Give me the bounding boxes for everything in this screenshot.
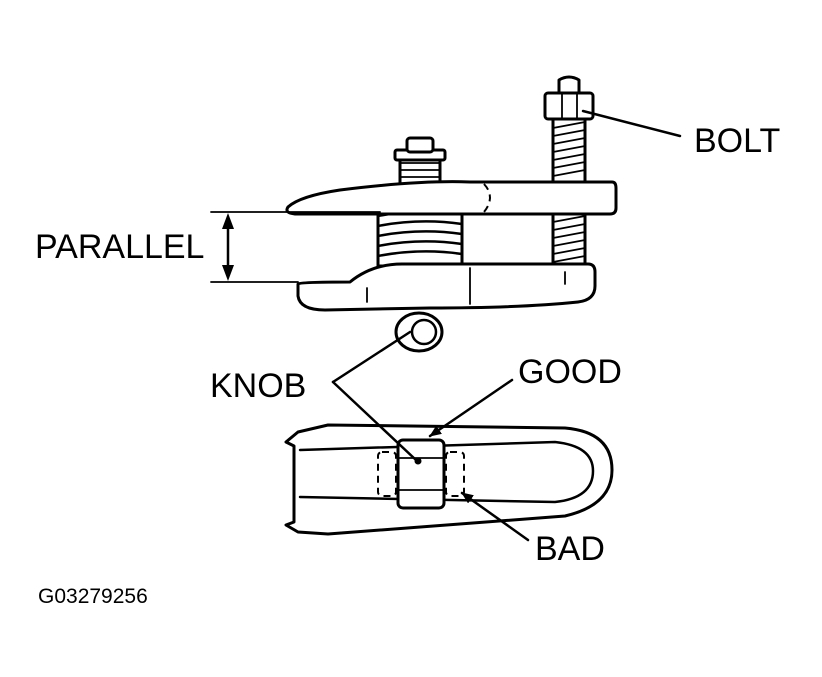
adjusting-bolt xyxy=(543,75,595,271)
parallel-dimension xyxy=(210,211,381,283)
good-contact-pad xyxy=(396,438,446,510)
knob-leader-to-pad xyxy=(331,380,418,462)
bad-contact-area-left xyxy=(377,451,397,497)
figure-code: G03279256 xyxy=(38,585,148,608)
bad-arrow xyxy=(460,491,530,542)
knob-side xyxy=(394,311,444,353)
bad-label: BAD xyxy=(535,530,605,568)
coil-spring xyxy=(376,206,464,268)
tool-side-view xyxy=(285,75,618,353)
lower-arm xyxy=(296,262,597,312)
bad-contact-area-right xyxy=(445,451,465,497)
knob-leader-to-side xyxy=(331,330,412,384)
parallel-label: PARALLEL xyxy=(35,228,204,266)
knob-label: KNOB xyxy=(210,367,306,405)
bolt-label: BOLT xyxy=(694,122,780,160)
tool-bottom-view xyxy=(284,423,614,536)
good-arrow xyxy=(428,378,514,438)
bolt-leader xyxy=(581,109,682,138)
upper-arm xyxy=(285,180,618,216)
leader-lines xyxy=(331,109,682,542)
good-label: GOOD xyxy=(518,353,622,391)
